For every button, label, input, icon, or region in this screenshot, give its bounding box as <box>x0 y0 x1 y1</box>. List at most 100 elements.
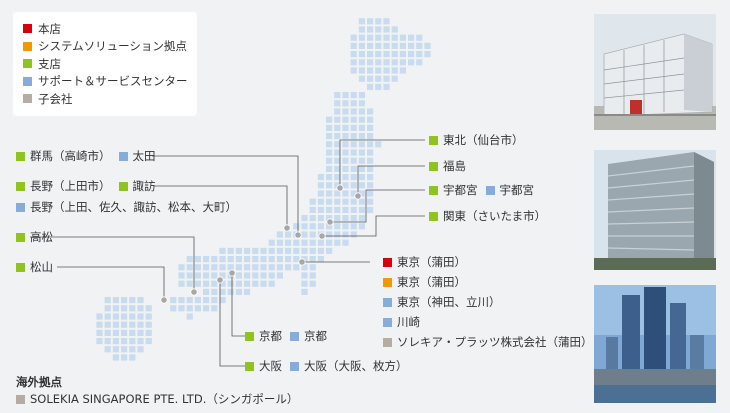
map-dot <box>260 247 267 254</box>
label-osaka[interactable]: 大阪 大阪（大阪、枚方） <box>245 358 408 374</box>
label-tokyo-system-solution[interactable]: 東京（蒲田） <box>383 274 466 290</box>
label-tokyo-head-office[interactable]: 東京（蒲田） <box>383 254 466 270</box>
map-dot <box>367 34 374 41</box>
subsidiary-swatch <box>16 394 25 404</box>
map-dot <box>350 92 357 99</box>
legend: 本店 システムソリューション拠点 支店 サポート＆サービスセンター 子会社 <box>13 12 197 116</box>
map-dot <box>367 174 374 181</box>
support-center-swatch <box>16 202 25 212</box>
map-dot <box>219 256 226 263</box>
label-matsuyama[interactable]: 松山 <box>16 259 53 275</box>
map-dot <box>358 124 365 131</box>
label-nagano[interactable]: 長野（上田市） 諏訪 <box>16 178 156 194</box>
map-dot <box>350 165 357 172</box>
map-dot <box>309 231 316 238</box>
marker-gunma[interactable] <box>294 231 302 239</box>
marker-nagano[interactable] <box>283 224 291 232</box>
legend-item-branch: 支店 <box>23 55 197 73</box>
map-dot <box>268 247 275 254</box>
marker-osaka[interactable] <box>216 276 224 284</box>
map-dot <box>350 174 357 181</box>
map-dot <box>342 206 349 213</box>
legend-item-subsidiary: 子会社 <box>23 90 197 108</box>
map-dot <box>342 92 349 99</box>
map-dot <box>367 59 374 66</box>
marker-kanto[interactable] <box>318 232 326 240</box>
map-dot <box>342 174 349 181</box>
support-center-swatch <box>118 151 128 161</box>
map-dot <box>334 215 341 222</box>
legend-label: システムソリューション拠点 <box>38 39 187 54</box>
marker-tohoku[interactable] <box>336 184 344 192</box>
map-dot <box>367 206 374 213</box>
subsidiary-swatch <box>23 94 32 104</box>
label-tohoku[interactable]: 東北（仙台市） <box>429 132 524 148</box>
map-dot <box>112 329 119 336</box>
map-dot <box>317 190 324 197</box>
label-kawasaki[interactable]: 川崎 <box>383 314 420 330</box>
map-dot <box>309 198 316 205</box>
map-dot <box>342 116 349 123</box>
label-takamatsu[interactable]: 高松 <box>16 229 53 245</box>
map-dot <box>326 133 333 140</box>
map-dot <box>416 51 423 58</box>
map-dot <box>285 247 292 254</box>
map-dot <box>244 264 251 271</box>
map-dot <box>342 239 349 246</box>
label-kanto[interactable]: 関東（さいたま市） <box>429 208 546 224</box>
marker-matsuyama[interactable] <box>160 296 168 304</box>
overseas-singapore[interactable]: SOLEKIA SINGAPORE PTE. LTD.（シンガポール） <box>16 391 298 407</box>
map-dot <box>375 75 382 82</box>
map-dot <box>317 247 324 254</box>
map-dot <box>326 174 333 181</box>
label-utsunomiya[interactable]: 宇都宮 宇都宮 <box>429 182 534 198</box>
location-label: 松山 <box>30 260 53 274</box>
branch-swatch <box>429 185 438 195</box>
map-dot <box>326 206 333 213</box>
map-dot <box>334 239 341 246</box>
map-dot <box>276 256 283 263</box>
marker-kyoto[interactable] <box>228 269 236 277</box>
map-dot <box>268 239 275 246</box>
map-dot <box>350 206 357 213</box>
map-dot <box>293 239 300 246</box>
legend-label: 支店 <box>38 56 61 71</box>
label-tokyo-support[interactable]: 東京（神田、立川） <box>383 294 501 310</box>
map-dot <box>334 206 341 213</box>
map-dot <box>367 116 374 123</box>
system-solution-swatch <box>23 41 32 51</box>
label-nagano-support[interactable]: 長野（上田、佐久、諏訪、松本、大町） <box>16 199 237 215</box>
map-dot <box>203 272 210 279</box>
map-dot <box>252 264 259 271</box>
marker-fukushima[interactable] <box>354 192 362 200</box>
label-kyoto[interactable]: 京都 京都 <box>245 328 327 344</box>
map-dot <box>309 280 316 287</box>
map-dot <box>334 108 341 115</box>
map-dot <box>301 288 308 295</box>
label-fukushima[interactable]: 福島 <box>429 158 466 174</box>
map-dot <box>211 288 218 295</box>
map-dot <box>285 239 292 246</box>
label-gunma[interactable]: 群馬（高崎市） 太田 <box>16 148 156 164</box>
map-dot <box>145 313 152 320</box>
map-dot <box>358 100 365 107</box>
map-dot <box>367 141 374 148</box>
map-dot <box>358 116 365 123</box>
map-dot <box>367 133 374 140</box>
label-solekia-platz[interactable]: ソレキア・プラッツ株式会社（蒲田） <box>383 334 593 350</box>
location-label: 大阪（大阪、枚方） <box>304 359 408 373</box>
location-label: 川崎 <box>397 315 420 329</box>
map-dot <box>145 321 152 328</box>
map-dot <box>309 272 316 279</box>
map-dot <box>244 272 251 279</box>
map-dot <box>408 42 415 49</box>
branch-swatch <box>429 211 438 221</box>
map-dot <box>367 182 374 189</box>
map-dot <box>342 108 349 115</box>
marker-tokyo[interactable] <box>298 258 306 266</box>
marker-utsunomiya[interactable] <box>326 218 334 226</box>
map-dot <box>334 124 341 131</box>
marker-takamatsu[interactable] <box>190 288 198 296</box>
map-dot <box>358 223 365 230</box>
